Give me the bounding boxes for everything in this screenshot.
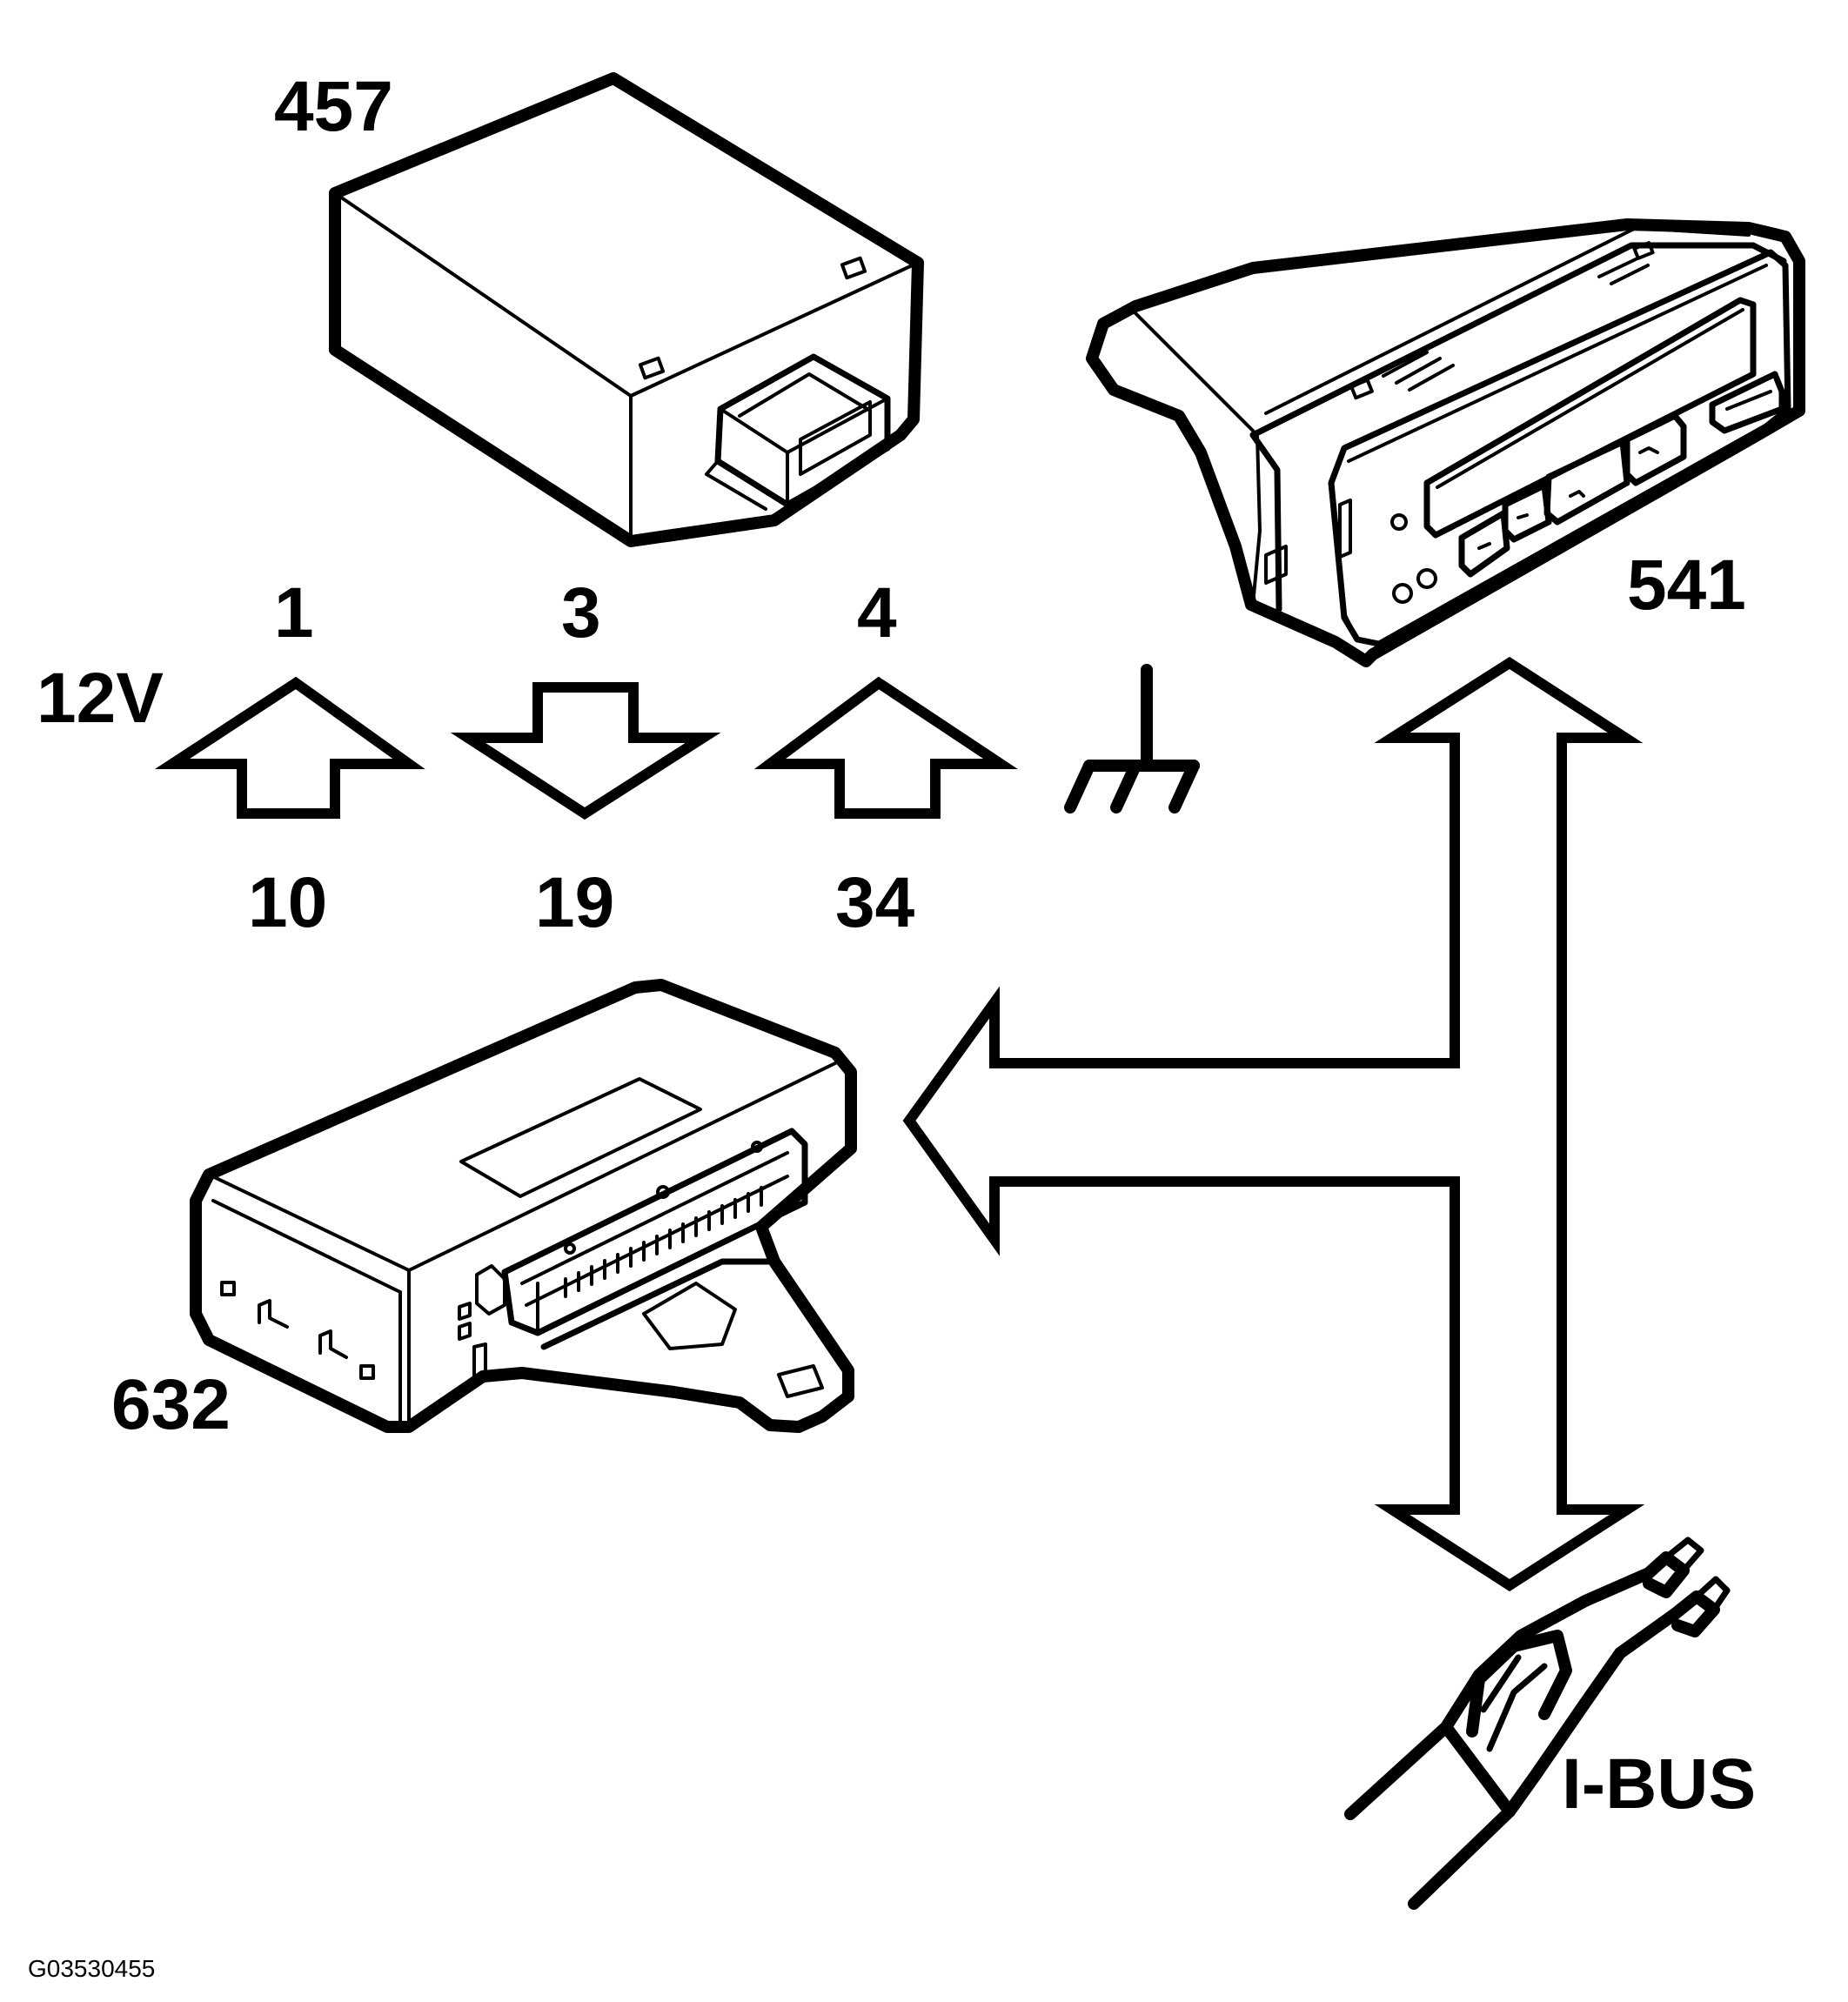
pin-1-top-label: 1 [274,573,314,653]
control-unit-632-drawing [190,979,857,1433]
module-457-drawing [329,72,924,547]
label-457: 457 [274,67,393,146]
arrow-up-pin-4 [753,676,1018,819]
label-632: 632 [111,1365,231,1444]
label-ibus: I-BUS [1562,1744,1756,1824]
display-unit-541-drawing [1086,218,1805,667]
pin-4-bottom-label: 34 [835,863,915,942]
label-12v: 12V [37,659,164,738]
pin-1-bottom-label: 10 [248,863,327,942]
pin-3-bottom-label: 19 [535,863,614,942]
ibus-cable-drawing [1344,1537,1731,1910]
figure-code: G03530455 [28,1955,155,1982]
label-541: 541 [1627,546,1746,625]
pin-3-top-label: 3 [561,573,601,653]
arrow-up-pin-1 [154,676,425,819]
pin-4-top-label: 4 [857,573,897,653]
ibus-arrow-network [902,656,1645,1592]
arrow-down-pin-3 [450,682,721,820]
ground-icon [1064,664,1200,814]
